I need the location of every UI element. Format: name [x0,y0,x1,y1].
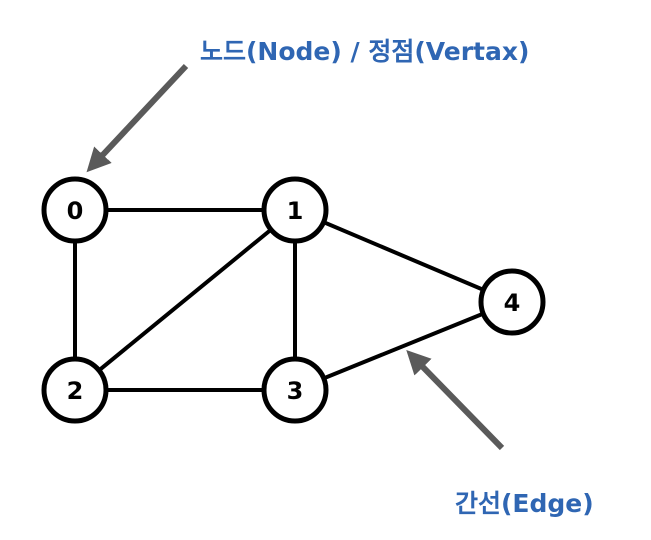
edge-3-4 [293,300,514,392]
node-3: 3 [261,356,329,424]
edge-1-4 [293,208,514,304]
node-1: 1 [261,176,329,244]
edge-annotation-label: 간선(Edge) [455,489,594,518]
node-annotation-label: 노드(Node) / 정점(Vertax) [200,37,529,66]
node-label: 4 [504,289,521,317]
edge-1-2 [73,208,297,392]
node-4: 4 [478,268,546,336]
node-annotation-arrow-icon [86,63,189,173]
node-label: 2 [67,377,84,405]
node-circle [261,356,329,424]
node-2: 2 [41,356,109,424]
node-0: 0 [41,176,109,244]
node-circle [478,268,546,336]
nodes: 0 1 2 3 4 [41,176,546,424]
node-circle [41,356,109,424]
node-label: 1 [287,197,304,225]
node-label: 0 [67,197,84,225]
node-label: 3 [287,377,304,405]
edge-annotation-arrow-icon [406,349,505,451]
node-circle [261,176,329,244]
node-circle [41,176,109,244]
